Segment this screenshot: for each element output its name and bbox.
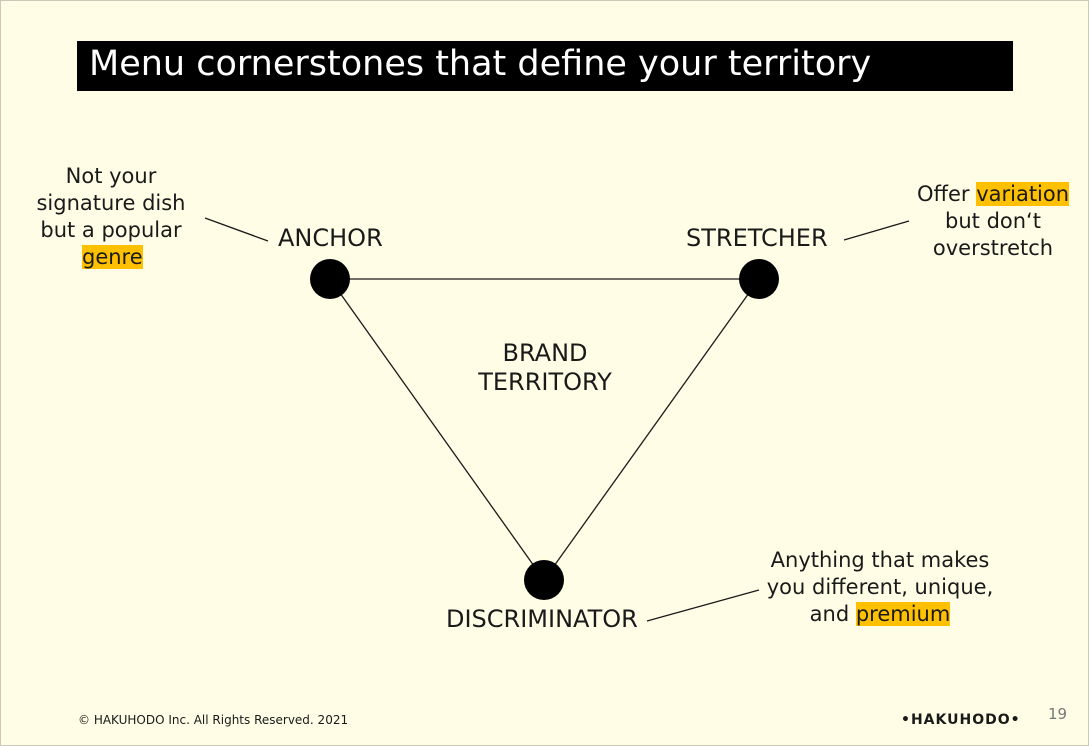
discriminator-note-prefix: and: [809, 602, 856, 626]
stretcher-note-line-3: overstretch: [932, 236, 1054, 260]
stretcher-note-highlight: variation: [976, 182, 1070, 206]
anchor-note-line-3: but a popular: [40, 218, 182, 242]
brand-territory-line-1: BRAND: [502, 339, 588, 367]
anchor-note-line-1: Not your: [65, 164, 157, 188]
discriminator-node: [524, 560, 564, 600]
stretcher-note-line-2: but don‘t: [945, 209, 1041, 233]
anchor-note: Not your signature dish but a popular ge…: [31, 163, 191, 271]
discriminator-leader-line: [646, 589, 760, 622]
anchor-note-line-2: signature dish: [36, 191, 186, 215]
brand-territory-line-2: TERRITORY: [478, 368, 612, 396]
brand-territory-label: BRAND TERRITORY: [445, 339, 645, 397]
page-number: 19: [1048, 705, 1068, 723]
copyright-text: © HAKUHODO Inc. All Rights Reserved. 202…: [78, 713, 349, 727]
discriminator-note: Anything that makes you different, uniqu…: [765, 547, 995, 628]
anchor-leader-line: [204, 217, 269, 242]
discriminator-note-line-2: you different, unique,: [766, 575, 994, 599]
discriminator-note-line-1: Anything that makes: [770, 548, 990, 572]
edge-stretcher-discriminator: [543, 278, 760, 581]
slide-title: Menu cornerstones that define your terri…: [89, 44, 872, 84]
hakuhodo-logo: •HAKUHODO•: [901, 712, 1021, 728]
stretcher-leader-line: [843, 220, 910, 241]
anchor-node: [310, 259, 350, 299]
anchor-note-highlight: genre: [82, 245, 143, 269]
edge-anchor-discriminator: [329, 278, 545, 581]
title-bar: Menu cornerstones that define your terri…: [77, 41, 1013, 91]
stretcher-note: Offer variation but don‘t overstretch: [913, 181, 1073, 262]
stretcher-label: STRETCHER: [686, 224, 828, 252]
anchor-label: ANCHOR: [278, 224, 383, 252]
stretcher-node: [739, 259, 779, 299]
discriminator-label: DISCRIMINATOR: [446, 605, 638, 633]
stretcher-note-prefix: Offer: [916, 182, 977, 206]
discriminator-note-highlight: premium: [855, 602, 951, 626]
